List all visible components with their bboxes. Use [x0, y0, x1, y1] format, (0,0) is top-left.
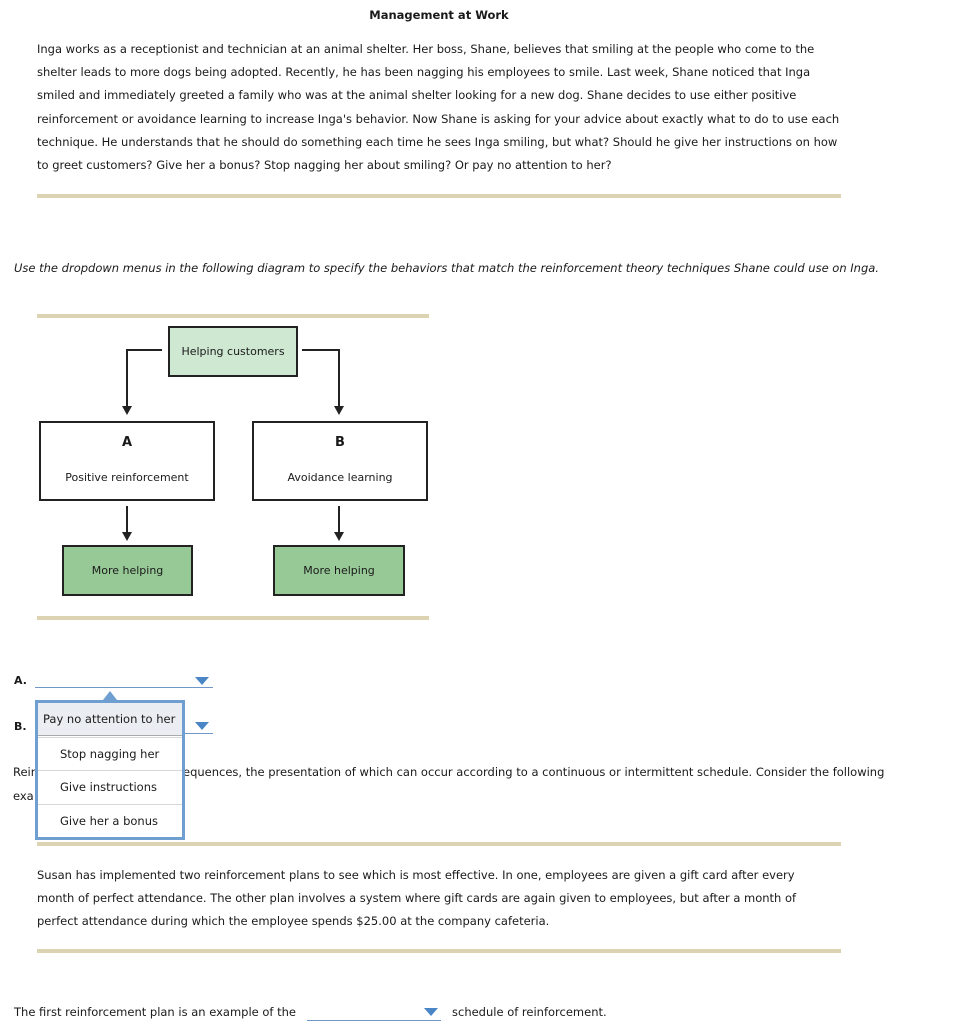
dropdown-a[interactable] — [35, 673, 213, 688]
divider — [37, 842, 841, 846]
sentence-start: The first reinforcement plan is an examp… — [14, 1005, 296, 1019]
dropdown-b-arrow-icon[interactable] — [195, 722, 209, 730]
part2-intro-text: equences, the presentation of which can … — [183, 765, 885, 779]
scenario-text: Inga works as a receptionist and technic… — [37, 42, 840, 173]
instruction-text: Use the dropdown menus in the following … — [14, 261, 879, 275]
question-b-label: B. — [14, 720, 27, 733]
page-title: Management at Work — [369, 8, 509, 22]
diagram-result-a: More helping — [62, 545, 193, 596]
diagram-letter-b: B — [335, 435, 345, 450]
menu-option-stop-nagging[interactable]: Stop nagging her — [38, 737, 182, 770]
diagram-connectors — [122, 349, 344, 541]
dropdown-menu-pointer-icon — [103, 691, 117, 700]
diagram-box-b: B Avoidance learning — [252, 421, 428, 501]
menu-option-pay-no-attention[interactable]: Pay no attention to her — [38, 703, 182, 736]
dropdown-schedule[interactable] — [307, 1006, 441, 1021]
divider — [37, 314, 429, 318]
sentence-end: schedule of reinforcement. — [452, 1005, 607, 1019]
diagram-box-a: A Positive reinforcement — [39, 421, 215, 501]
dropdown-schedule-arrow-icon[interactable] — [424, 1008, 438, 1016]
diagram-label-a: Positive reinforcement — [65, 471, 189, 484]
diagram-result-b-label: More helping — [303, 564, 375, 577]
menu-option-give-instructions[interactable]: Give instructions — [38, 770, 182, 803]
diagram-result-b: More helping — [273, 545, 405, 596]
question-a-label: A. — [14, 674, 27, 687]
divider — [37, 949, 841, 953]
diagram-label-b: Avoidance learning — [287, 471, 393, 484]
divider — [37, 616, 429, 620]
diagram-letter-a: A — [121, 435, 133, 450]
part2-intro-fragment-2: exa — [13, 789, 34, 803]
divider — [37, 194, 841, 198]
menu-option-give-bonus[interactable]: Give her a bonus — [38, 804, 182, 837]
dropdown-a-arrow-icon[interactable] — [195, 677, 209, 685]
diagram-result-a-label: More helping — [91, 564, 164, 577]
diagram-top-box: Helping customers — [168, 326, 298, 377]
dropdown-menu: Pay no attention to her Stop nagging her… — [35, 700, 185, 840]
part2-intro-fragment: Reir — [13, 765, 36, 779]
diagram-top-label: Helping customers — [181, 345, 285, 358]
example-text: Susan has implemented two reinforcement … — [37, 868, 797, 929]
